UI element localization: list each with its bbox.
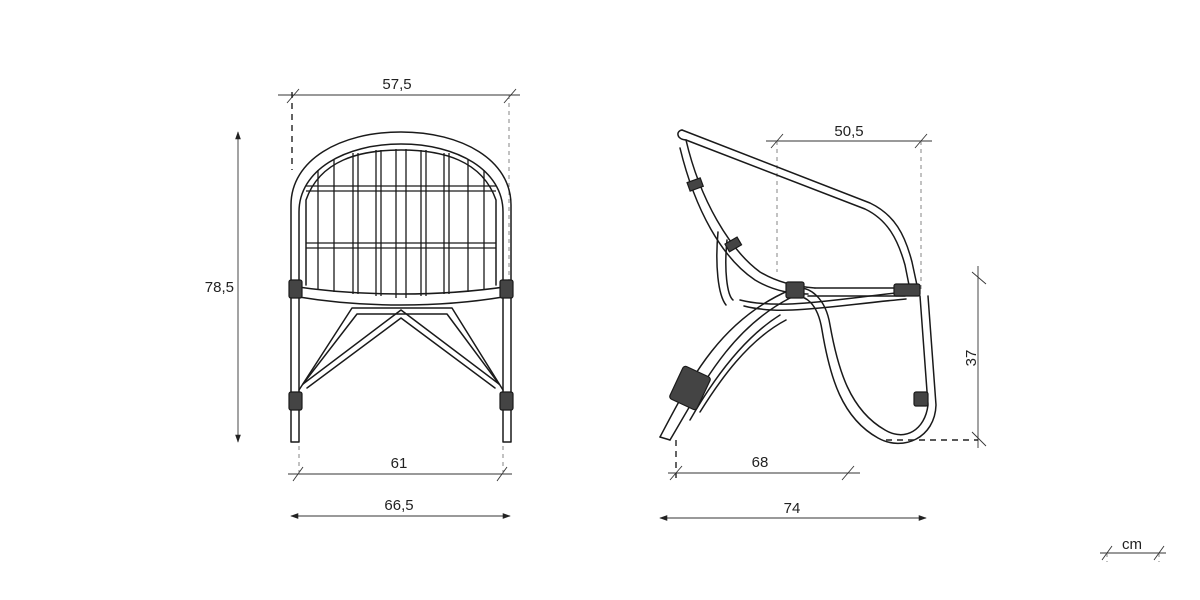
chair-side-drawing	[659, 129, 937, 445]
unit-label: cm	[1122, 536, 1142, 553]
overall-depth-dimension: 74	[659, 500, 927, 521]
side-view: 50,5	[659, 123, 987, 521]
front-view: 57,5 78,5	[205, 76, 520, 519]
side-binding-wraps	[669, 177, 929, 411]
overall-width-dimension: 66,5	[290, 497, 511, 519]
top-width-label: 57,5	[382, 76, 411, 93]
height-label: 78,5	[205, 279, 234, 296]
seat-height-label: 37	[963, 350, 980, 367]
height-dimension: 78,5	[205, 131, 241, 443]
unit-indicator: cm	[1100, 536, 1166, 562]
seat-depth-dimension: 50,5	[766, 123, 932, 290]
base-depth-dimension: 68	[668, 440, 860, 481]
base-depth-label: 68	[752, 454, 769, 471]
back-slats	[317, 149, 485, 298]
binding-wraps	[288, 279, 514, 411]
top-width-dimension: 57,5	[278, 76, 520, 285]
seat-height-dimension: 37	[886, 266, 987, 448]
chair-front-drawing	[288, 131, 514, 443]
leg-spacing-label: 61	[391, 455, 408, 472]
leg-spacing-dimension: 61	[288, 446, 512, 482]
overall-depth-label: 74	[784, 500, 801, 517]
overall-width-label: 66,5	[384, 497, 413, 514]
seat-depth-label: 50,5	[834, 123, 863, 140]
